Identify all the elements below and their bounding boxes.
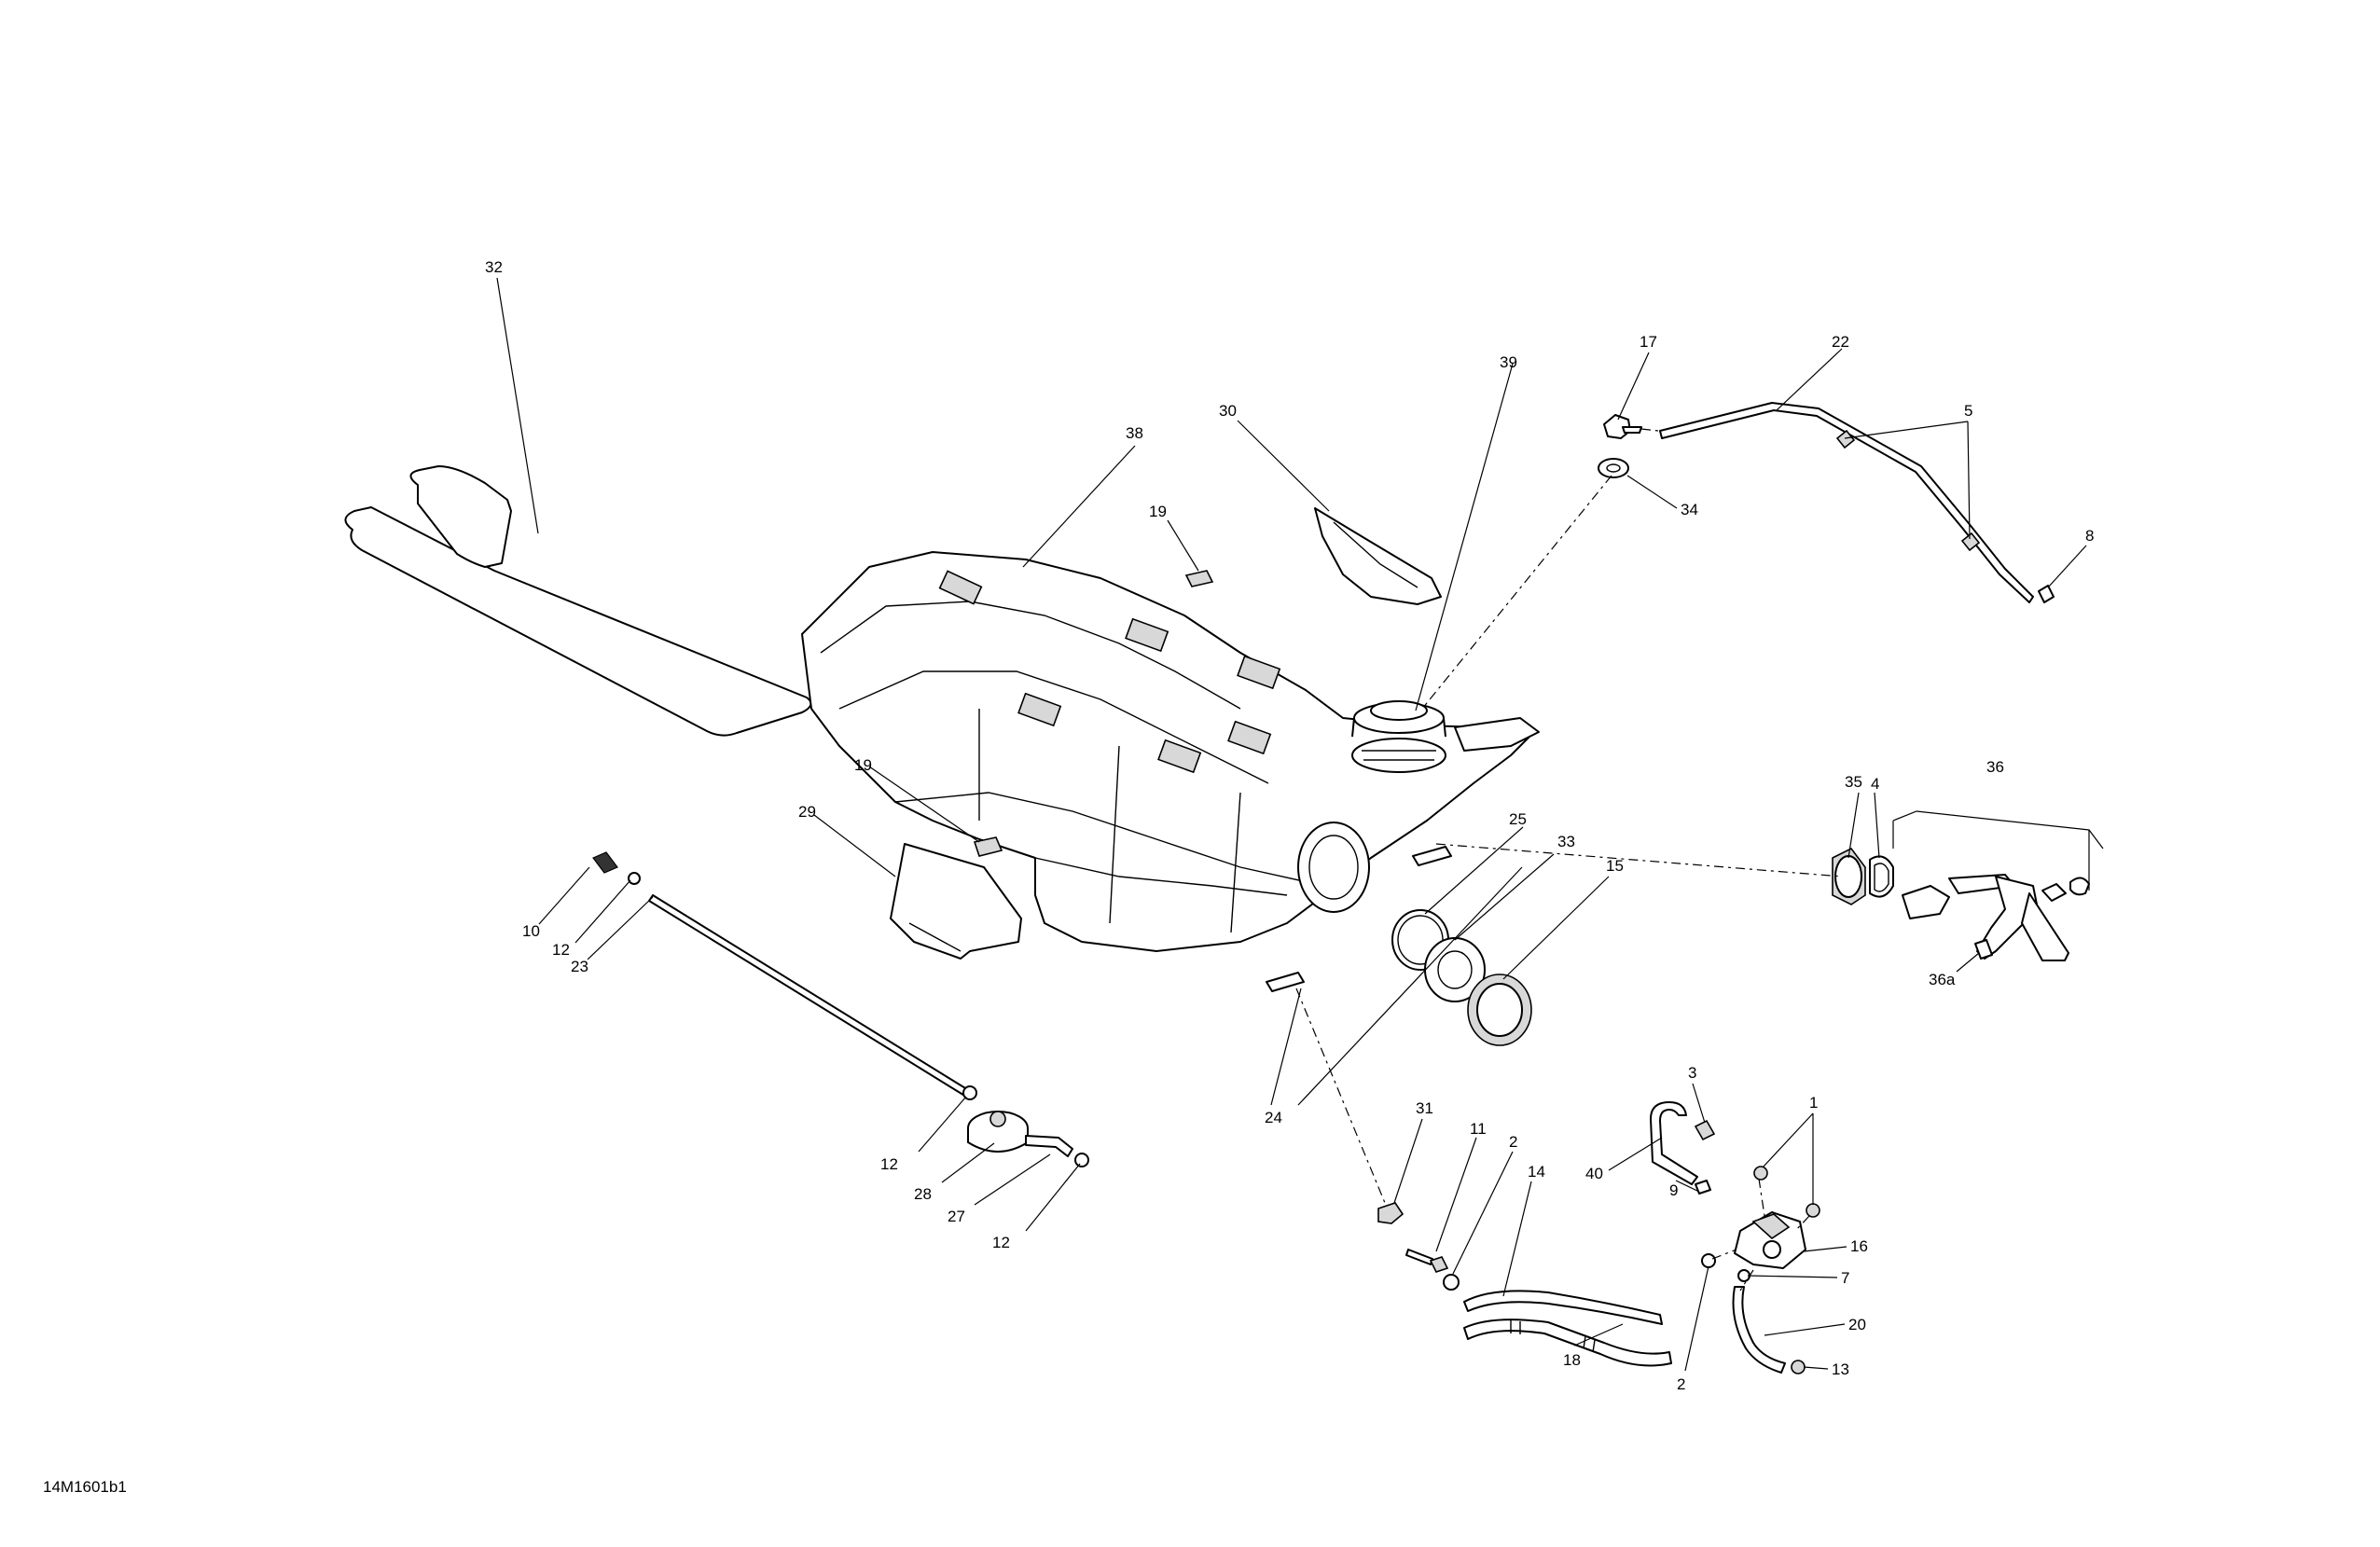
callout-25: 25 bbox=[1509, 810, 1527, 828]
callout-12-b: 12 bbox=[880, 1155, 898, 1173]
callout-7: 7 bbox=[1841, 1269, 1849, 1287]
callout-16: 16 bbox=[1850, 1237, 1868, 1255]
callout-11: 11 bbox=[1470, 1120, 1487, 1138]
part-grommet bbox=[1598, 458, 1629, 478]
part-fuel-hose-40 bbox=[1650, 1101, 1698, 1185]
part-pad-upper bbox=[1412, 846, 1452, 866]
callout-28: 28 bbox=[914, 1185, 932, 1203]
callout-19-upper: 19 bbox=[1149, 503, 1167, 520]
callout-23: 23 bbox=[571, 958, 588, 975]
assembly-lines bbox=[1295, 428, 1843, 1291]
part-fuel-pump-module bbox=[1902, 874, 2090, 961]
part-fitting-stack bbox=[1377, 1202, 1460, 1291]
part-small-cap bbox=[1694, 1119, 1716, 1141]
callout-10: 10 bbox=[522, 922, 540, 940]
callout-2-a: 2 bbox=[1509, 1133, 1517, 1151]
callout-31: 31 bbox=[1416, 1099, 1433, 1117]
callout-13: 13 bbox=[1832, 1361, 1849, 1378]
part-fuel-filter-pump bbox=[1734, 1211, 1806, 1269]
part-protective-film bbox=[344, 465, 812, 737]
callout-30: 30 bbox=[1219, 402, 1237, 420]
callout-39: 39 bbox=[1500, 353, 1517, 371]
part-pump-nut bbox=[1832, 847, 1866, 905]
part-rollover-valve bbox=[967, 1111, 1089, 1167]
part-nuts bbox=[1701, 1166, 1820, 1374]
part-small-clamp bbox=[1695, 1180, 1711, 1195]
callout-40: 40 bbox=[1585, 1165, 1603, 1182]
part-tube-clip bbox=[2038, 585, 2055, 603]
callout-20: 20 bbox=[1848, 1316, 1866, 1333]
part-clip-upper bbox=[1184, 570, 1214, 587]
callout-32: 32 bbox=[485, 258, 503, 276]
part-fuel-hose-18 bbox=[1463, 1319, 1672, 1367]
part-vent-tube-upper bbox=[1659, 402, 2034, 603]
part-heat-shield-lower bbox=[890, 843, 1022, 960]
callout-8: 8 bbox=[2085, 527, 2094, 545]
callout-17: 17 bbox=[1640, 333, 1657, 351]
callout-35: 35 bbox=[1845, 773, 1862, 791]
callout-33: 33 bbox=[1557, 833, 1575, 850]
callout-14: 14 bbox=[1528, 1163, 1545, 1181]
part-pad-lower bbox=[1266, 972, 1305, 992]
drawing-number: 14M1601b1 bbox=[43, 1478, 127, 1496]
part-bracket-36 bbox=[1892, 810, 2104, 891]
callout-12-c: 12 bbox=[992, 1234, 1010, 1251]
leader-lines bbox=[496, 277, 2087, 1372]
part-fuel-tank bbox=[801, 551, 1540, 952]
callout-12-a: 12 bbox=[552, 941, 570, 959]
part-tube-clamps bbox=[1835, 429, 1981, 552]
callout-18: 18 bbox=[1563, 1351, 1581, 1369]
callout-24: 24 bbox=[1265, 1109, 1282, 1126]
callout-2-b: 2 bbox=[1677, 1375, 1685, 1393]
callout-29: 29 bbox=[798, 803, 816, 821]
callout-3: 3 bbox=[1688, 1064, 1696, 1082]
callout-5: 5 bbox=[1964, 402, 1972, 420]
callout-9: 9 bbox=[1669, 1181, 1678, 1199]
part-heat-shield-upper bbox=[1314, 507, 1442, 605]
part-pump-seal bbox=[1869, 855, 1894, 898]
callout-15: 15 bbox=[1606, 857, 1624, 875]
callout-22: 22 bbox=[1832, 333, 1849, 351]
part-vent-valve bbox=[1603, 414, 1642, 439]
callout-1: 1 bbox=[1809, 1094, 1818, 1112]
callout-36: 36 bbox=[1986, 758, 2004, 776]
callout-34: 34 bbox=[1681, 501, 1698, 518]
callout-19-lower: 19 bbox=[854, 756, 872, 774]
part-clip-lower bbox=[973, 836, 1003, 857]
callout-4: 4 bbox=[1871, 775, 1879, 793]
callout-labels: 32 38 30 19 39 17 22 5 34 8 19 29 25 33 … bbox=[485, 258, 2094, 1393]
callout-38: 38 bbox=[1126, 424, 1143, 442]
part-fuel-hose-14 bbox=[1463, 1290, 1663, 1325]
part-lock-ring bbox=[1467, 974, 1532, 1046]
part-fuel-hose-20 bbox=[1732, 1286, 1786, 1374]
callout-36a: 36a bbox=[1929, 971, 1956, 988]
callout-27: 27 bbox=[948, 1208, 965, 1225]
